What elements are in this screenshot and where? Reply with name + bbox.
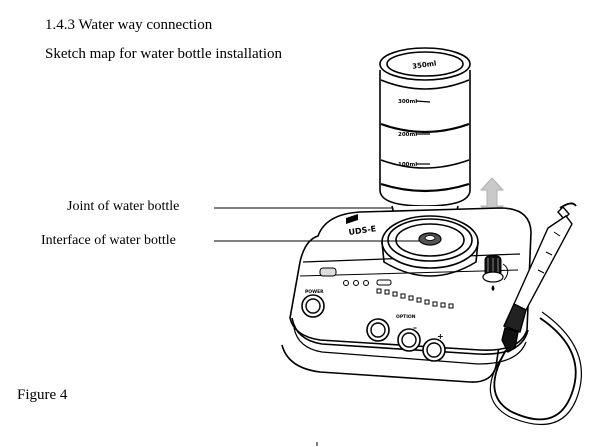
- scaler-unit: [281, 207, 532, 383]
- handpiece-icon: [489, 202, 583, 425]
- indicator-panel: [319, 267, 454, 309]
- graduation-tick-300: [415, 100, 431, 103]
- graduation-200: 200ml: [398, 132, 417, 138]
- bottle-cap-mark: 350ml: [412, 59, 437, 70]
- bottle-interface-socket: [418, 232, 442, 246]
- water-drop-icon: [491, 285, 495, 291]
- option-button[interactable]: [366, 318, 390, 342]
- plus-symbol: +: [437, 332, 444, 341]
- water-knob-icon[interactable]: [482, 255, 509, 283]
- graduation-100: 100ml: [398, 162, 417, 168]
- graduation-300: 300ml: [398, 99, 417, 105]
- callout-interface-label: Interface of water bottle: [41, 233, 176, 248]
- callout-joint-label: Joint of water bottle: [67, 199, 180, 214]
- model-label: UDS-E: [348, 224, 377, 237]
- minus-symbol: –: [413, 323, 417, 332]
- figure-caption: Figure 4: [17, 387, 68, 403]
- water-bottle: [379, 47, 471, 218]
- brand-logo-icon: [346, 214, 358, 224]
- plus-button[interactable]: [422, 338, 446, 362]
- section-subheading: Sketch map for water bottle installation: [45, 46, 283, 62]
- option-button-label: OPTION: [396, 314, 416, 320]
- power-button[interactable]: [301, 294, 325, 318]
- minus-button[interactable]: [397, 328, 421, 352]
- power-button-label: POWER: [305, 289, 324, 295]
- section-heading: 1.4.3 Water way connection: [45, 17, 213, 33]
